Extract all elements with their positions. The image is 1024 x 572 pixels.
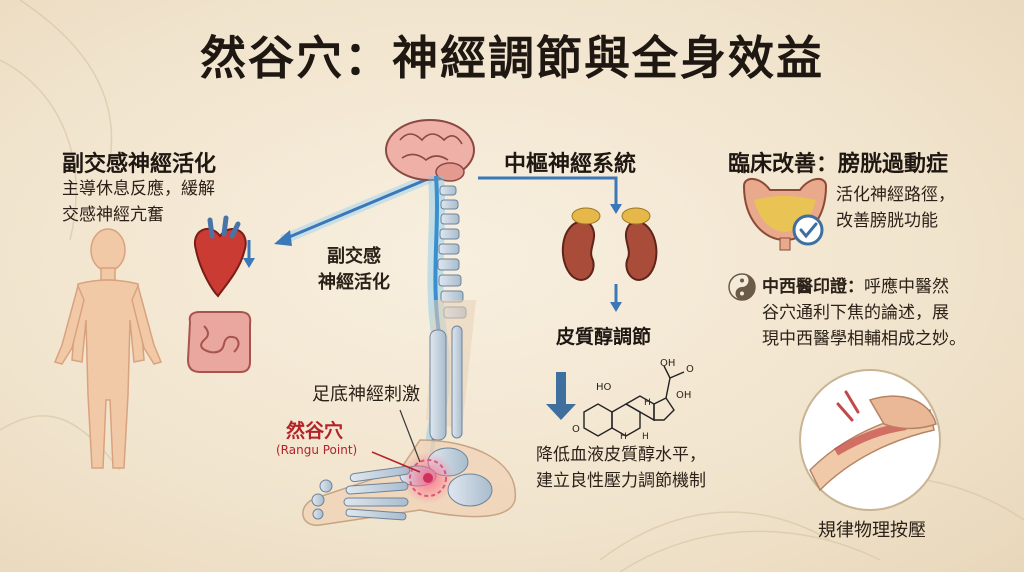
cns-result-line1: 降低血液皮質醇水平， [536, 445, 706, 465]
rangu-point-en-label: (Rangu Point) [276, 443, 358, 457]
cortisol-molecule [583, 365, 685, 437]
molecule-h1: H [644, 398, 651, 408]
tcm-line2: 谷穴通利下焦的論述，展 [762, 303, 949, 323]
yin-yang-icon [728, 273, 756, 301]
leg-bones [426, 300, 476, 441]
left-heading: 副交感神經活化 [62, 152, 217, 177]
cns-arrow-head [610, 204, 622, 214]
plantar-stimulation-label: 足底神經刺激 [312, 384, 420, 405]
cns-result-line2: 建立良性壓力調節機制 [536, 471, 706, 491]
molecule-o2: O [572, 424, 580, 435]
bladder-desc-line1: 活化神經路徑， [836, 185, 955, 205]
left-desc-line1: 主導休息反應，緩解 [62, 179, 215, 199]
check-icon [792, 214, 824, 246]
left-desc-line2: 交感神經亢奮 [62, 205, 164, 225]
parasympathetic-arrow [274, 173, 432, 246]
tcm-line3: 現中西醫學相輔相成之妙。 [762, 329, 966, 349]
clinical-heading: 臨床改善：膀胱過動症 [728, 152, 949, 177]
cns-arrow [478, 176, 618, 208]
cortisol-regulation-label: 皮質醇調節 [556, 326, 652, 348]
molecule-o1: O [686, 364, 694, 375]
plantar-pointer-line [399, 409, 421, 463]
cns-heading: 中樞神經系統 [504, 152, 637, 177]
molecule-oh1: OH [660, 358, 676, 369]
rangu-point-label: 然谷穴 [286, 420, 344, 442]
page-title: 然谷穴：神經調節與全身效益 [200, 31, 824, 85]
tcm-bold-label: 中西醫印證： [762, 277, 864, 297]
kidneys-illustration [561, 207, 658, 281]
vertebrae [437, 185, 467, 319]
intestines-illustration [186, 311, 252, 373]
cortisol-arrow-head [610, 302, 622, 312]
parasym-label-line2: 神經活化 [318, 272, 390, 293]
rangu-point-marker [371, 451, 454, 504]
tcm-line1: 中西醫印證：呼應中醫然 [762, 274, 1002, 300]
decrease-arrow-icon [546, 372, 576, 420]
massage-label: 規律物理按壓 [818, 520, 926, 541]
molecule-ho: HO [596, 382, 612, 393]
molecule-h3: H [642, 432, 649, 442]
bladder-desc-line2: 改善膀胱功能 [836, 211, 938, 231]
brain-illustration [385, 119, 475, 182]
parasym-label-line1: 副交感 [327, 246, 381, 267]
massage-illustration [799, 369, 941, 511]
heart-illustration [193, 215, 247, 298]
heart-down-arrow-icon [243, 240, 255, 268]
molecule-oh2: OH [676, 390, 692, 401]
molecule-h2: H [620, 432, 627, 442]
human-silhouette [53, 228, 163, 469]
tcm-line1-rest: 呼應中醫然 [864, 277, 949, 297]
